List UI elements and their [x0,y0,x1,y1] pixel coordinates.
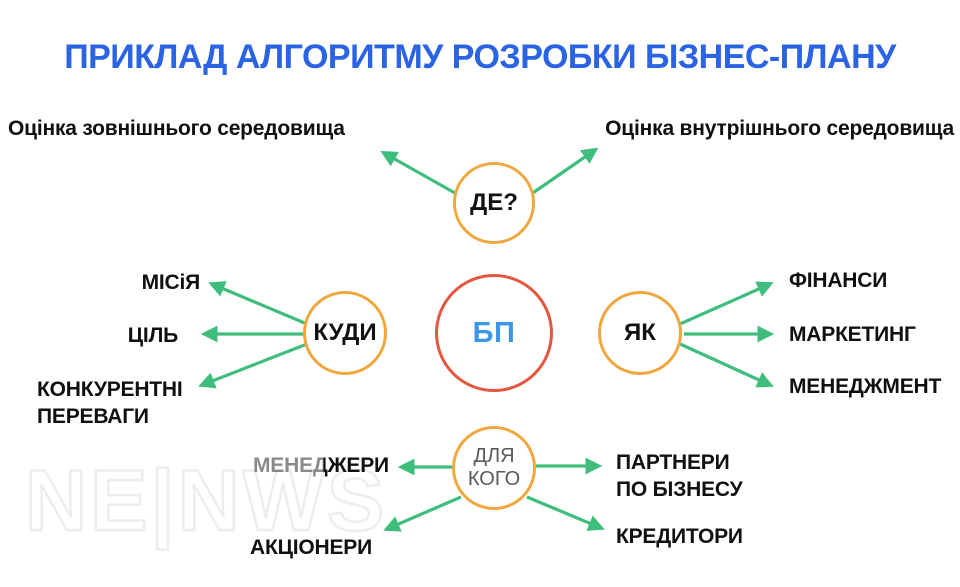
label-external-environment: Оцінка зовнішнього середовища [8,117,345,140]
node-business-plan: БП [435,274,553,392]
label-mission: МІСіЯ [141,271,201,294]
label-management: МЕНЕДЖМЕНТ [789,375,942,398]
label-marketing: МАРКЕТИНГ [789,323,916,346]
label-managers: МЕНЕДЖЕРИ [253,453,389,480]
label-internal-environment: Оцінка внутрішнього середовища [605,117,954,140]
label-shareholders: АКЦІОНЕРИ [250,536,372,559]
page-title: ПРИКЛАД АЛГОРИТМУ РОЗРОБКИ БІЗНЕС-ПЛАНУ [64,38,896,76]
arrow-audience-to-shareholders [383,495,462,532]
arrow-how-to-management [679,342,774,388]
arrow-audience-to-creditors [526,495,605,531]
node-whereto: КУДИ [303,291,387,375]
label-creditors: КРЕДИТОРИ [616,525,743,548]
label-goal: ЦІЛЬ [127,324,178,347]
arrow-where-to-internal [526,147,599,199]
watermark-logo: NE|NWS [24,452,388,551]
node-where: ДЕ? [453,162,535,244]
label-competitive-advantages: КОНКУРЕНТНІ ПЕРЕВАГИ [37,378,183,428]
label-finance: ФІНАНСИ [789,269,888,292]
arrow-whereto-to-mission [208,281,308,326]
arrow-how-to-finance [679,281,774,326]
arrow-whereto-to-advantages [198,342,308,389]
arrow-where-to-external [380,150,463,199]
label-business-partners: ПАРТНЕРИ ПО БІЗНЕСУ [616,451,743,501]
node-for-whom: ДЛЯ КОГО [452,426,536,510]
node-how: ЯК [598,291,682,375]
